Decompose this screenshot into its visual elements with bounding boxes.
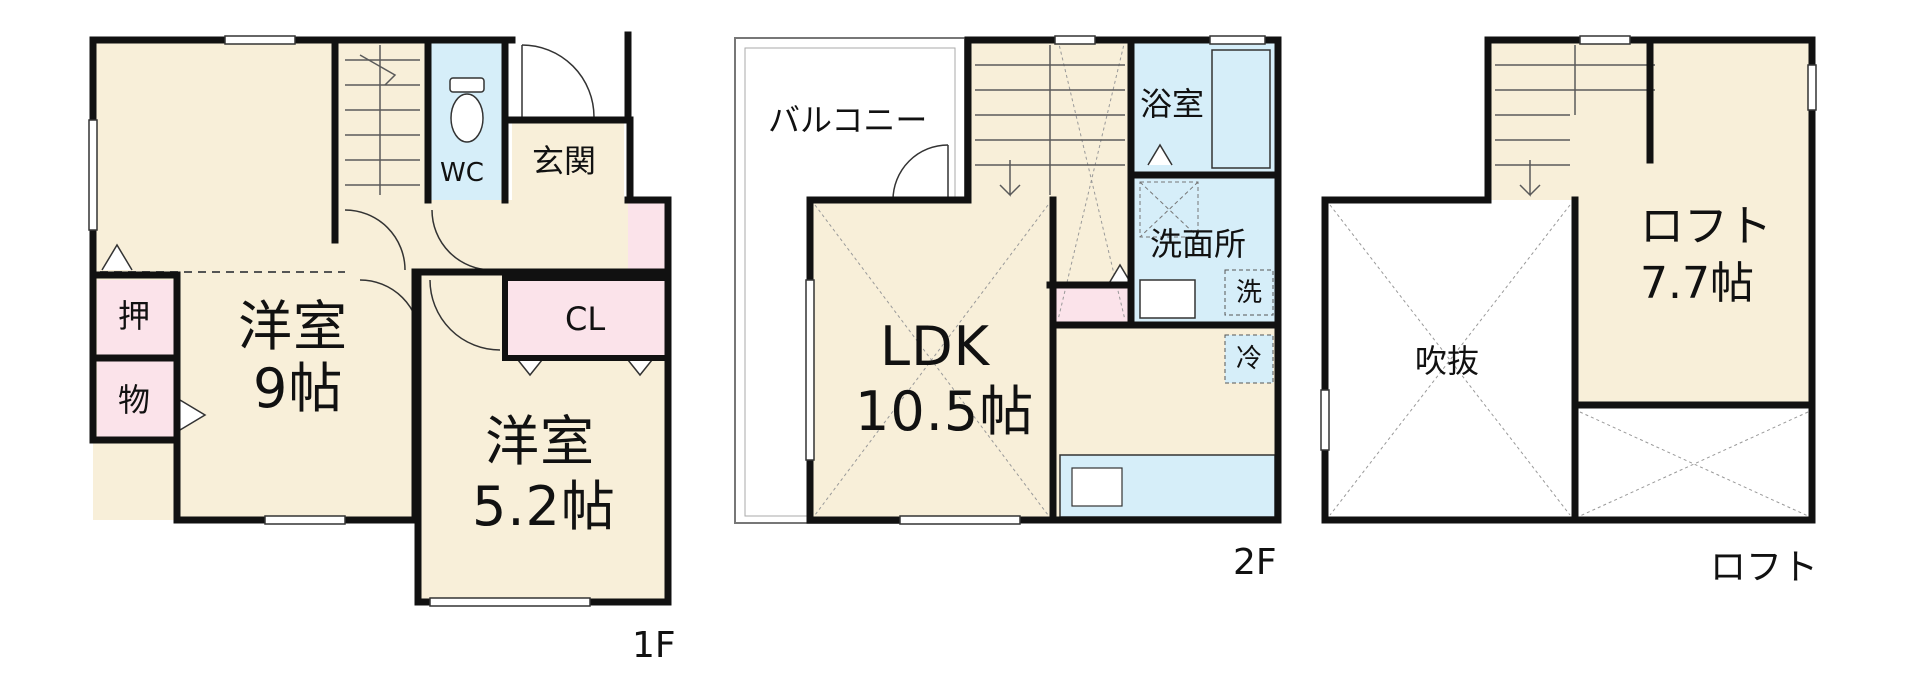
label-fridge: 冷 (1236, 344, 1263, 374)
bathtub (1211, 49, 1271, 169)
label-washroom: 洗面所 (1150, 225, 1247, 263)
void-lines (1329, 204, 1809, 517)
label-void: 吹抜 (1415, 342, 1480, 380)
label-western-5-2-name: 洋室 (485, 410, 595, 473)
stairs-1f (345, 45, 420, 195)
label-loft-name: ロフト (1640, 201, 1772, 252)
label-western-9-size: 9帖 (253, 357, 344, 420)
windows-1f (88, 35, 591, 607)
label-ldk-size: 10.5帖 (855, 380, 1035, 443)
label-washer: 洗 (1236, 278, 1263, 308)
door-swings-2f (892, 143, 1173, 286)
walls-loft (1321, 36, 1816, 524)
room-entrance (512, 120, 624, 200)
storage-1f-right (628, 200, 668, 272)
washer-space (1224, 269, 1274, 316)
room-void-lower (1575, 408, 1812, 520)
label-wc: WC (440, 158, 484, 188)
windows-loft (1320, 35, 1817, 451)
label-western-5-2-size: 5.2帖 (472, 475, 616, 538)
label-balcony: バルコニー (768, 101, 928, 139)
label-western-9-name: 洋室 (238, 295, 348, 358)
room-loft-hall (1488, 40, 1575, 200)
floor-loft (1320, 35, 1817, 524)
label-loft-size: 7.7帖 (1640, 258, 1754, 309)
label-oshi: 押 (118, 297, 151, 335)
floor-1f (88, 31, 672, 607)
floor-2f (734, 35, 1282, 525)
room-hall-1f (335, 40, 428, 275)
room-oshi (97, 280, 177, 355)
floor-label-loft: ロフト (1710, 547, 1819, 588)
room-void (1325, 200, 1575, 520)
room-loft (1575, 40, 1812, 405)
label-mono: 物 (118, 381, 151, 419)
label-ldk-name: LDK (880, 315, 991, 378)
storage-2f (1050, 285, 1130, 325)
toilet-fixture (449, 77, 485, 143)
shower-space (1139, 181, 1199, 238)
fridge-space (1224, 334, 1274, 384)
room-corridor-1f (418, 200, 668, 275)
room-closet (505, 280, 665, 358)
porch-1f (518, 40, 622, 120)
floor-label-1f: 1F (632, 625, 676, 666)
sink (1071, 467, 1123, 507)
closet-doors-1f (101, 243, 653, 431)
ldk-ceiling-lines (814, 39, 1126, 516)
label-entrance: 玄関 (532, 142, 597, 180)
floor-label-2f: 2F (1233, 542, 1277, 583)
windows-2f (805, 35, 1266, 525)
label-closet: CL (565, 300, 606, 338)
walls-2f (806, 36, 1282, 524)
label-bath: 浴室 (1140, 85, 1205, 123)
washbasin (1139, 279, 1196, 319)
stairs-loft (1495, 45, 1655, 197)
room-mono (97, 358, 177, 440)
stairs-2f (975, 45, 1125, 197)
